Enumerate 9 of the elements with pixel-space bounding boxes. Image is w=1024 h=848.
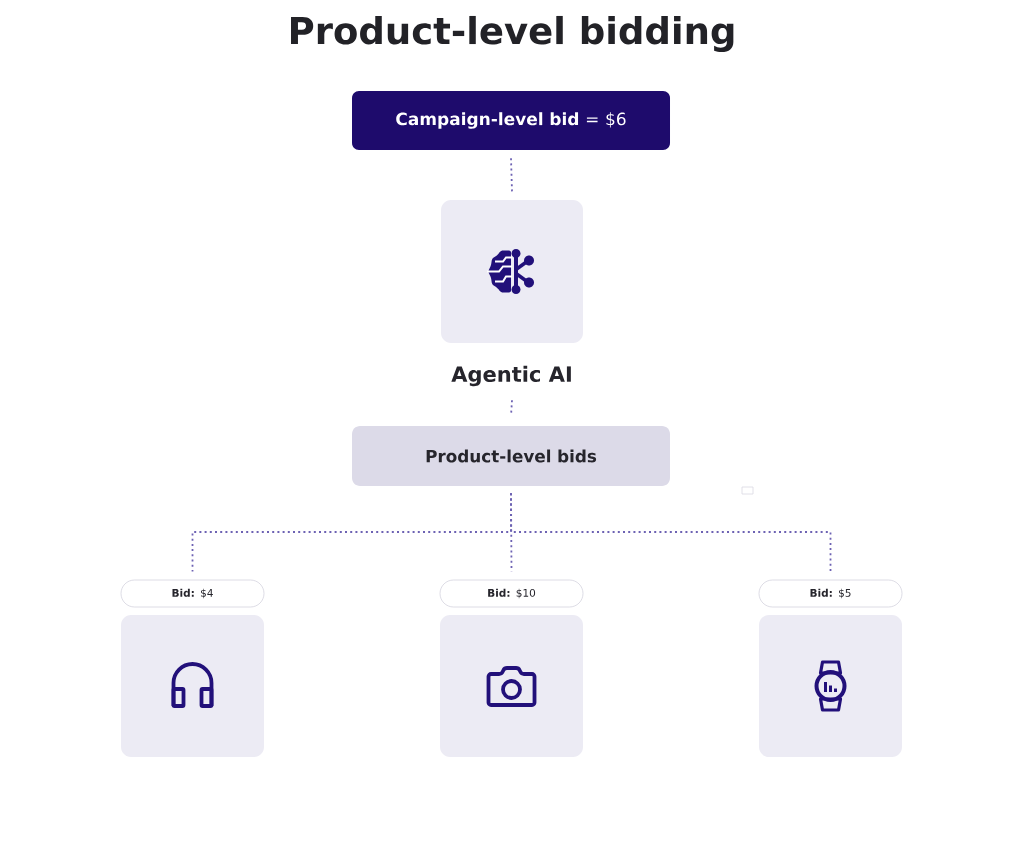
dotted-connector: [510, 492, 832, 573]
bid-pill: Bid: $5: [758, 579, 903, 608]
bid-pill: Bid: $4: [120, 579, 265, 608]
process-box: Product-level bids: [352, 426, 670, 486]
title: Product-level bidding: [291, 15, 734, 53]
node-heading: Agentic AI: [451, 365, 571, 387]
dotted-connector: [510, 157, 513, 193]
bid-box: Campaign-level bid = $6: [352, 91, 670, 150]
bid-pill: Bid: $10: [439, 579, 584, 608]
